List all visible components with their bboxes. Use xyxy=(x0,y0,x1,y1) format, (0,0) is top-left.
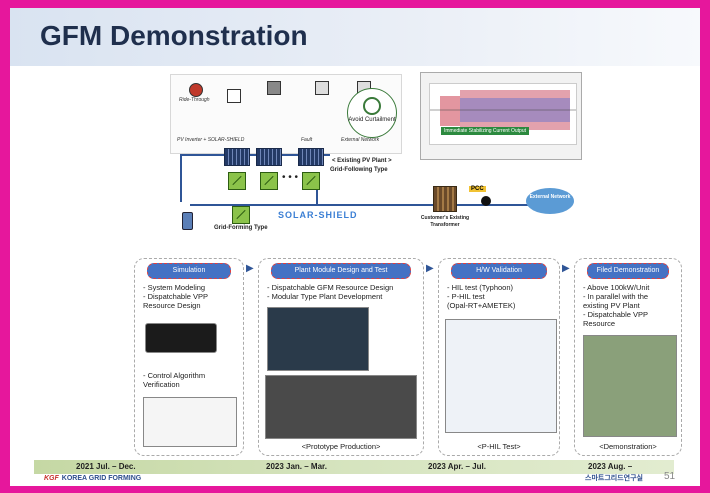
meter-icon xyxy=(267,81,281,95)
logo-mark: KGF xyxy=(44,475,59,482)
slide: GFM Demonstration Ride-Through PV Invert… xyxy=(10,8,700,486)
inverter xyxy=(302,172,320,190)
grid-forming-label: Grid-Forming Type xyxy=(214,225,268,231)
circuit-board-image xyxy=(267,307,369,371)
arrow-right-icon: ▶ xyxy=(562,263,570,274)
phase-bullets: - System Modeling - Dispatchable VPP Res… xyxy=(143,283,208,310)
pv-panel xyxy=(298,148,324,166)
grid-forming-inverter xyxy=(232,206,250,224)
existing-pv-label: < Existing PV Plant > xyxy=(332,158,392,164)
pv-panel xyxy=(256,148,282,166)
bullet: - Above 100kW/Unit xyxy=(583,283,650,292)
prototype-image xyxy=(265,375,417,439)
bullet: Verification xyxy=(143,380,180,389)
phase-plant-module: Plant Module Design and Test - Dispatcha… xyxy=(258,258,424,456)
fault-label: Fault xyxy=(301,137,313,143)
bullet: (Opal-RT+AMETEK) xyxy=(447,301,516,310)
timeline-label: 2021 Jul. – Dec. xyxy=(76,462,136,471)
phase-caption: <Demonstration> xyxy=(599,442,657,451)
pcc-label: PCC xyxy=(469,186,486,192)
bullet: existing PV Plant xyxy=(583,301,640,310)
avoid-curtailment-label: Avoid Curtailment xyxy=(348,117,396,123)
pv-feeder xyxy=(316,180,318,204)
phase-area: Simulation - System Modeling - Dispatcha… xyxy=(134,258,684,458)
dc-bus-vertical xyxy=(180,154,182,202)
waveform-svg xyxy=(429,83,577,145)
page-title: GFM Demonstration xyxy=(40,20,308,51)
recycle-icon xyxy=(363,97,381,115)
title-bar: GFM Demonstration xyxy=(10,8,700,66)
phase-simulation: Simulation - System Modeling - Dispatcha… xyxy=(134,258,244,456)
phase-bullets: - HIL test (Typhoon) - P-HIL test (Opal-… xyxy=(447,283,515,310)
bullet: - Dispatchable VPP xyxy=(583,310,649,319)
phase-header: Filed Demonstration xyxy=(587,263,669,279)
phase-bullets: - Above 100kW/Unit - In parallel with th… xyxy=(583,283,649,328)
phase-field-demo: Filed Demonstration - Above 100kW/Unit -… xyxy=(574,258,682,456)
bullet: Resource xyxy=(583,319,616,328)
bullet: - In parallel with the xyxy=(583,292,649,301)
phase-header: H/W Validation xyxy=(451,263,547,279)
logo-text: KOREA GRID FORMING xyxy=(61,475,142,482)
bullet: - Control Algorithm xyxy=(143,371,206,380)
footer-org: 스마트그리드연구실 xyxy=(585,475,643,482)
timeline-label: 2023 Apr. – Jul. xyxy=(428,462,486,471)
arrow-right-icon: ▶ xyxy=(246,263,254,274)
external-network-small-label: External Network xyxy=(341,137,380,143)
page-number: 51 xyxy=(664,471,676,482)
tower-icon xyxy=(315,81,329,95)
waveform-plot: Immediate Stabilizing Current Output xyxy=(420,72,582,160)
bullet: Resource Design xyxy=(143,301,201,310)
ride-through-label: Ride-Through xyxy=(179,97,210,103)
timeline-label: 2023 Jan. – Mar. xyxy=(266,462,327,471)
phase-bullets: - Dispatchable GFM Resource Design - Mod… xyxy=(267,283,393,301)
phase-bullets-2: - Control Algorithm Verification xyxy=(143,371,205,389)
phase-header: Plant Module Design and Test xyxy=(271,263,411,279)
inverter xyxy=(260,172,278,190)
bullet: - Dispatchable VPP xyxy=(143,292,209,301)
bullet: - P-HIL test xyxy=(447,292,485,301)
bullet: - Dispatchable GFM Resource Design xyxy=(267,283,394,292)
phase-header: Simulation xyxy=(147,263,231,279)
battery-icon xyxy=(182,212,193,230)
avoid-curtailment-badge: Avoid Curtailment xyxy=(347,88,397,138)
phase-caption: <Prototype Production> xyxy=(301,442,381,451)
transformer-icon xyxy=(433,186,457,212)
phase-caption: <P-HIL Test> xyxy=(477,442,521,451)
phase-hw-validation: H/W Validation - HIL test (Typhoon) - P-… xyxy=(438,258,560,456)
wave-label: Immediate Stabilizing Current Output xyxy=(441,127,529,135)
bullet: - System Modeling xyxy=(143,283,206,292)
ac-bus xyxy=(190,204,530,206)
ellipsis: • • • xyxy=(282,172,299,183)
pv-panel xyxy=(224,148,250,166)
demonstration-image xyxy=(583,335,677,437)
pv-inverter-label: PV Inverter + SOLAR-SHIELD xyxy=(177,137,245,143)
pcc-point xyxy=(481,196,491,206)
bullet: - HIL test (Typhoon) xyxy=(447,283,513,292)
simulation-image xyxy=(145,323,217,353)
solar-shield-label: SOLAR-SHIELD xyxy=(278,210,358,220)
timeline-label: 2023 Aug. – xyxy=(588,462,633,471)
customer-transformer-label: Customer's Existing Transformer xyxy=(420,215,470,228)
timeline-bar xyxy=(34,460,674,474)
inverter xyxy=(228,172,246,190)
inverter-icon xyxy=(227,89,241,103)
control-diagram-image xyxy=(143,397,237,447)
sun-icon xyxy=(189,83,203,97)
external-network-label: External Network xyxy=(526,188,574,214)
dc-bus xyxy=(180,154,330,156)
bullet: - Modular Type Plant Development xyxy=(267,292,383,301)
phil-test-image xyxy=(445,319,557,433)
arrow-right-icon: ▶ xyxy=(426,263,434,274)
grid-following-label: Grid-Following Type xyxy=(330,167,388,173)
